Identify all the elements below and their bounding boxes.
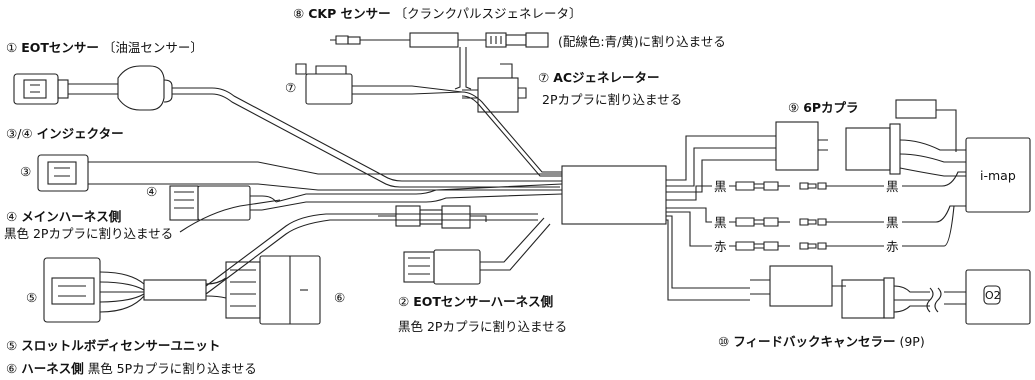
- feedback-canceller-right: [841, 279, 885, 319]
- wire-black-2-left: 黒: [712, 215, 729, 230]
- tag-5: ⑤: [26, 290, 38, 305]
- tag-3: ③: [20, 164, 32, 179]
- eot-sensor-connector: [13, 65, 173, 111]
- wire-black-2-right: 黒: [884, 215, 901, 230]
- num-10: ⑩: [718, 334, 730, 349]
- junction-box: [561, 165, 667, 225]
- throttle-wire: [205, 213, 538, 287]
- label-ac-note: 2Pカプラに割り込ませる: [542, 92, 683, 107]
- label-eot-sensor: ① EOTセンサー 〔油温センサー〕: [6, 40, 203, 55]
- harness-side-name: ハーネス側: [21, 361, 84, 376]
- label-ac-generator: ⑦ ACジェネレーター: [538, 70, 660, 85]
- label-throttle-body: ⑤ スロットルボディセンサーユニット: [6, 338, 220, 353]
- num-9: ⑨: [788, 100, 800, 115]
- 6p-coupler-name: 6Pカプラ: [803, 100, 859, 115]
- feedback-canceller-note: (9P): [899, 334, 925, 349]
- feedback-canceller-left: [769, 265, 833, 307]
- eot-sensor-name: EOTセンサー: [21, 40, 99, 55]
- num-8: ⑧: [293, 6, 305, 21]
- tag-7: ⑦: [285, 80, 297, 95]
- ckp-sensor-sub: 〔クランクパルスジェネレータ〕: [394, 6, 582, 21]
- throttle-body-connector: [43, 257, 227, 323]
- o2-sensor-box: [965, 269, 1031, 325]
- label-main-harness: ④ メインハーネス側: [6, 209, 121, 224]
- num-5: ⑤: [6, 338, 18, 353]
- wire-red-left: 赤: [712, 239, 729, 254]
- injector-connector: [37, 154, 562, 192]
- num-6: ⑥: [6, 361, 18, 376]
- harness-side-note: 黒色 5Pカプラに割り込ませる: [87, 361, 257, 376]
- num-7: ⑦: [538, 70, 550, 85]
- tag-4: ④: [146, 184, 158, 199]
- num-2: ②: [398, 294, 410, 309]
- eot-harness-connector: [403, 217, 551, 285]
- wire-red-right: 赤: [884, 239, 901, 254]
- ckp-sensor-name: CKP センサー: [308, 6, 391, 21]
- label-feedback-canceller: ⑩ フィードバックキャンセラー (9P): [718, 334, 925, 349]
- label-main-harness-note: 黒色 2Pカプラに割り込ませる: [4, 226, 174, 241]
- throttle-body-name: スロットルボディセンサーユニット: [21, 338, 221, 353]
- o2-label: O2: [985, 289, 1001, 302]
- main-harness-name: メインハーネス側: [21, 209, 122, 224]
- eot-sensor-wire: [172, 87, 562, 182]
- label-eot-harness-note: 黒色 2Pカプラに割り込ませる: [398, 319, 568, 334]
- ckp-sensor: [330, 32, 549, 48]
- 6p-coupler-left: [775, 121, 819, 171]
- imap-box: [965, 137, 1031, 213]
- ac-generator-name: ACジェネレーター: [553, 70, 660, 85]
- injector-name: インジェクター: [36, 126, 124, 141]
- eot-sensor-sub: 〔油温センサー〕: [102, 40, 203, 55]
- label-6p-coupler: ⑨ 6Pカプラ: [788, 100, 859, 115]
- num-3-4: ③/④: [6, 126, 33, 141]
- main-harness-connector: [169, 183, 563, 221]
- num-1: ①: [6, 40, 18, 55]
- feedback-canceller-name: フィードバックキャンセラー: [733, 334, 896, 349]
- tag-6: ⑥: [334, 290, 346, 305]
- 6p-coupler-right: [845, 127, 891, 171]
- label-harness-side: ⑥ ハーネス側 黒色 5Pカプラに割り込ませる: [6, 361, 257, 376]
- num-4: ④: [6, 209, 18, 224]
- wire-black-1-left: 黒: [712, 179, 729, 194]
- wire-black-1-right: 黒: [884, 179, 901, 194]
- harness-5p-coupler: [225, 255, 321, 325]
- label-ckp-sensor: ⑧ CKP センサー 〔クランクパルスジェネレータ〕: [293, 6, 581, 21]
- eot-harness-name: EOTセンサーハーネス側: [413, 294, 554, 309]
- label-injector: ③/④ インジェクター: [6, 126, 124, 141]
- label-ckp-note: (配線色:青/黄)に割り込ませる: [558, 34, 726, 49]
- wire-rows: [666, 171, 966, 251]
- imap-label: i-map: [980, 168, 1016, 183]
- ac-generator-connectors: [295, 63, 527, 113]
- inline-connector: [378, 205, 487, 229]
- label-eot-harness: ② EOTセンサーハーネス側: [398, 294, 553, 309]
- feedback-wire: [666, 215, 750, 301]
